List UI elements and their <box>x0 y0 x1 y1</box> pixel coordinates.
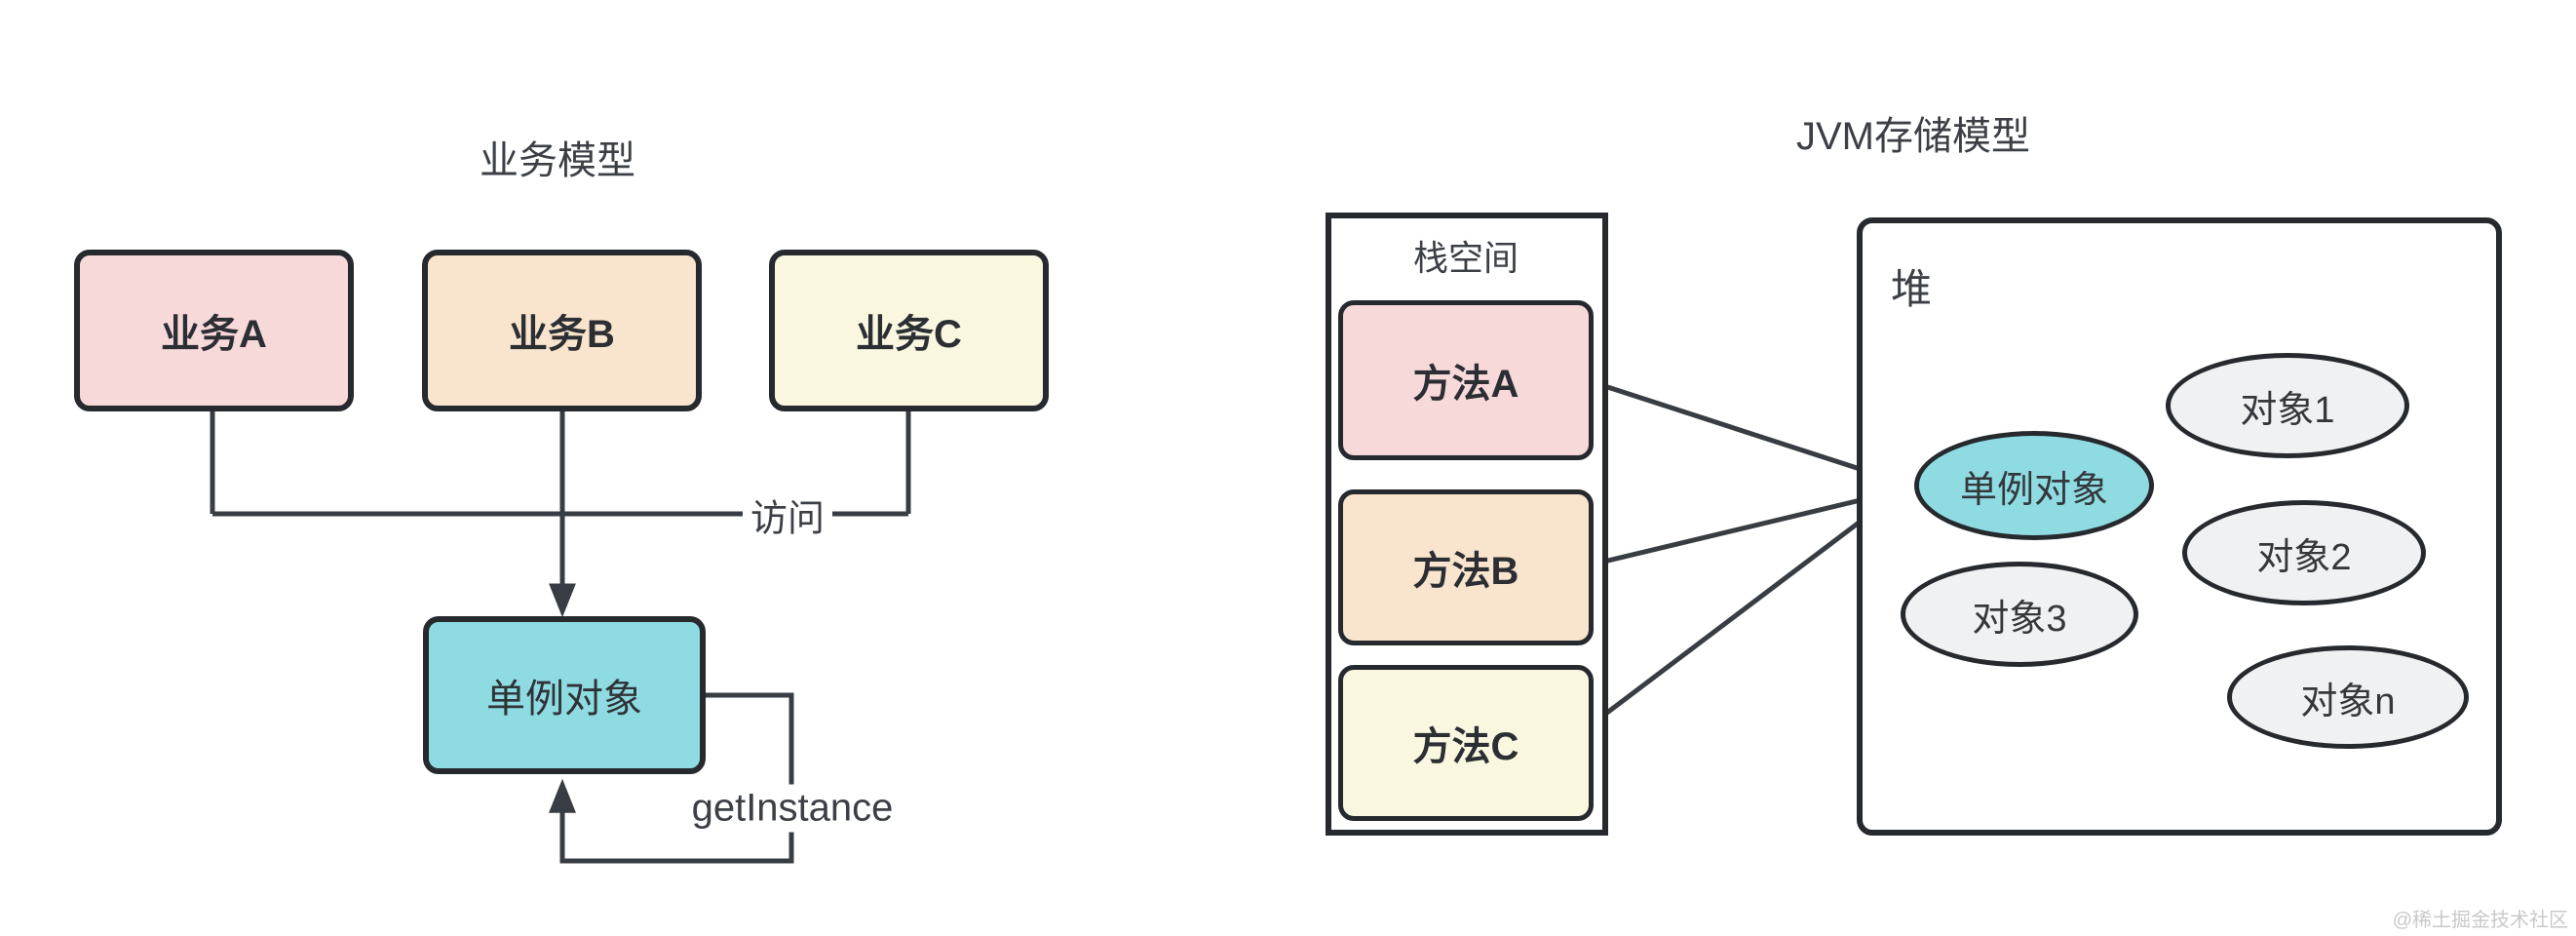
getinstance-label: getInstance <box>683 784 902 833</box>
method-box-c-label: 方法C <box>1412 725 1519 768</box>
jvm-model-title: JVM存储模型 <box>1796 115 2030 158</box>
object-ellipse-n: 对象n <box>2227 645 2469 749</box>
object-ellipse-2: 对象2 <box>2182 500 2426 605</box>
business-box-a-label: 业务A <box>161 313 267 356</box>
business-box-c-label: 业务C <box>856 313 962 356</box>
method-box-b-label: 方法B <box>1412 550 1519 593</box>
method-box-a-label: 方法A <box>1412 363 1519 406</box>
method-box-c: 方法C <box>1338 665 1594 821</box>
getinstance-loop-arrow <box>549 692 794 864</box>
business-box-b: 业务B <box>422 250 702 411</box>
heap-title: 堆 <box>1890 266 1933 312</box>
method-b-arrow <box>1595 482 1913 566</box>
singleton-object-ellipse-label: 单例对象 <box>1959 469 2108 511</box>
stack-space-title: 栈空间 <box>1412 238 1519 278</box>
method-c-arrow <box>1594 482 1912 723</box>
business-box-b-label: 业务B <box>509 313 615 356</box>
method-box-b: 方法B <box>1338 489 1594 645</box>
singleton-object-box: 单例对象 <box>423 616 706 774</box>
object-ellipse-2-label: 对象2 <box>2256 536 2352 578</box>
object-ellipse-3-label: 对象3 <box>1972 598 2067 640</box>
method-a-arrow <box>1595 380 1912 488</box>
business-box-c: 业务C <box>769 250 1049 411</box>
object-ellipse-n-label: 对象n <box>2300 681 2396 722</box>
object-ellipse-1-label: 对象1 <box>2240 389 2335 431</box>
object-ellipse-1: 对象1 <box>2166 353 2409 458</box>
access-label: 访问 <box>742 486 833 544</box>
business-model-title: 业务模型 <box>480 139 635 182</box>
singleton-object-ellipse: 单例对象 <box>1914 431 2154 540</box>
watermark: @稀土掘金技术社区 <box>2392 910 2568 931</box>
object-ellipse-3: 对象3 <box>1901 562 2138 667</box>
singleton-object-box-label: 单例对象 <box>486 678 642 721</box>
business-box-a: 业务A <box>74 250 354 411</box>
method-box-a: 方法A <box>1338 300 1594 460</box>
